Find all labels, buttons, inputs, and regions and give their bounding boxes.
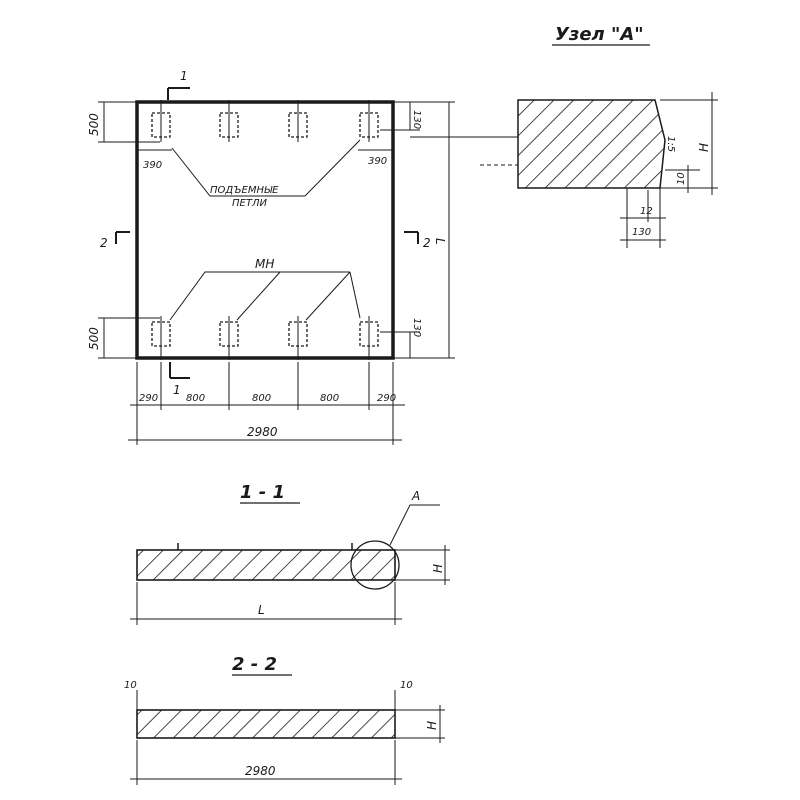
- dim-500-top: 500: [87, 113, 101, 136]
- span-290-left: 290: [139, 393, 158, 404]
- section-2-2-title: 2 - 2: [232, 654, 277, 675]
- dim-130-top: 130: [411, 110, 422, 129]
- label-lifting-loops-2: ПЕТЛИ: [232, 198, 267, 209]
- detail-dim-10: 10: [676, 172, 687, 185]
- cut-1-label-top: 1: [180, 69, 188, 83]
- dim-total-2980: 2980: [247, 425, 278, 439]
- section-2-2-dim-10-right: 10: [400, 680, 413, 691]
- cut-2-label-left: 2: [100, 236, 108, 250]
- label-mn: МН: [255, 257, 274, 271]
- cut-marker-1-top: 1: [167, 69, 190, 100]
- section-2-2-dim-2980: 2980: [245, 764, 276, 778]
- cut-marker-2-right: 2: [404, 231, 431, 250]
- detail-dim-130: 130: [632, 227, 651, 238]
- dim-130-bottom: 130: [411, 318, 422, 337]
- span-290-right: 290: [377, 393, 396, 404]
- cut-2-label-right: 2: [423, 236, 431, 250]
- span-800-1: 800: [186, 393, 205, 404]
- detail-dim-H: H: [697, 143, 711, 152]
- dim-L-plan: L: [433, 238, 447, 245]
- detail-a-callout-circle: [350, 540, 400, 590]
- section-2-2-dim-H: H: [425, 721, 439, 730]
- span-800-3: 800: [320, 393, 339, 404]
- detail-slope: 1:5: [665, 136, 676, 152]
- lifting-sockets-top: [151, 112, 379, 138]
- label-lifting-loops-1: ПОДЪЕМНЫЕ: [210, 185, 279, 196]
- section-2-2: 2 - 2 10 10 H 2980: [124, 654, 445, 785]
- loops-leader: [171, 139, 361, 197]
- mn-leader: [169, 271, 361, 321]
- cut-1-label-bottom: 1: [173, 383, 181, 397]
- dim-390-left: 390: [143, 160, 162, 171]
- section-1-1: 1 - 1 А H L: [130, 482, 450, 625]
- span-800-2: 800: [252, 393, 271, 404]
- detail-a: Узел "А" H 10 1:5 12 130: [410, 24, 718, 248]
- cut-marker-2-left: 2: [100, 231, 130, 250]
- detail-dim-12: 12: [640, 206, 653, 217]
- detail-a-callout-label: А: [411, 489, 420, 503]
- section-2-2-dim-10-left: 10: [124, 680, 137, 691]
- cut-marker-1-bottom: 1: [169, 362, 190, 397]
- dim-390-right: 390: [368, 156, 387, 167]
- section-1-1-dim-L: L: [258, 603, 265, 617]
- section-1-1-dim-H: H: [431, 564, 445, 573]
- lifting-sockets-bottom: [151, 321, 379, 347]
- detail-a-title: Узел "А": [555, 24, 644, 45]
- slab-plan-outline: [135, 100, 395, 360]
- dim-500-bottom: 500: [87, 327, 101, 350]
- section-1-1-title: 1 - 1: [240, 482, 285, 503]
- plan-view: 1 1 2 2 500 500: [87, 69, 455, 445]
